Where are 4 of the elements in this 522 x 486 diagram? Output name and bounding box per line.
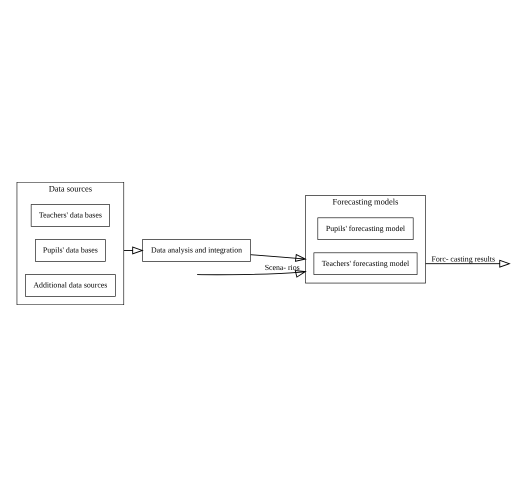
arrow — [250, 253, 307, 262]
arrow — [196, 270, 307, 278]
arrow — [425, 259, 511, 268]
arrow — [123, 246, 144, 254]
